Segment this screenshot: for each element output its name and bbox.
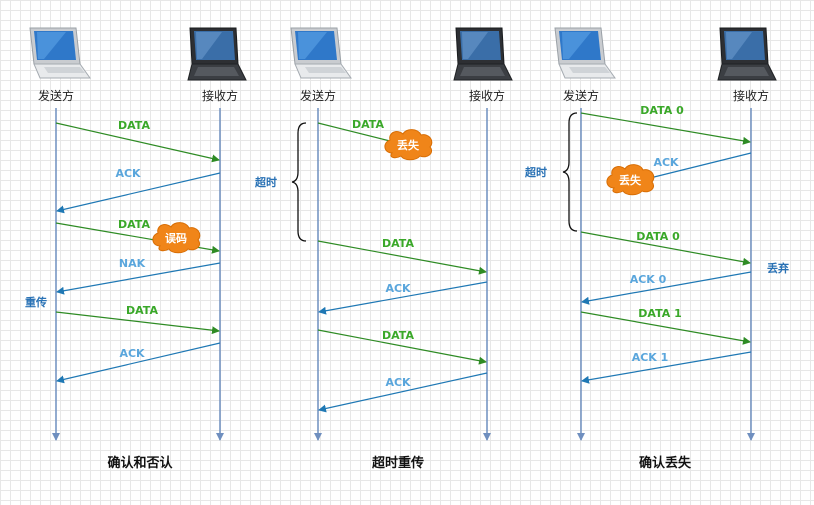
data-label: DATA 0: [640, 104, 684, 117]
dark-laptop-icon: [717, 27, 777, 81]
lost-ack-line: [649, 152, 752, 179]
lost-cloud-label: 丢失: [619, 173, 642, 187]
lost-cloud: 丢失: [606, 164, 655, 196]
data-arrow: [55, 311, 220, 335]
panel-caption: 确认和否认: [107, 455, 173, 471]
lost-cloud-label: 丢失: [397, 138, 420, 152]
ack-label: ACK 1: [632, 351, 669, 364]
timeout-brace: [291, 122, 307, 242]
data-label: DATA: [382, 329, 414, 342]
panel-caption: 超时重传: [372, 455, 424, 471]
receiver-label: 接收方: [202, 88, 238, 103]
panel-ack-lost: 发送方 接收方 超时 DATA 0 ACK 丢失 DATA 0 丢弃 ACK 0…: [524, 27, 789, 471]
discard-label: 丢弃: [767, 261, 789, 275]
laptop-icon: [554, 27, 616, 79]
receiver-label: 接收方: [733, 88, 769, 103]
ack-arrow: [56, 172, 221, 214]
ack-arrow: [581, 351, 752, 384]
timeout-brace: [562, 112, 578, 232]
data-arrow: [317, 240, 487, 275]
ack-arrow: [318, 281, 488, 315]
sender-label: 发送方: [300, 88, 336, 103]
ack-label: ACK: [385, 282, 411, 295]
data-arrow: [317, 329, 487, 365]
data-arrow: [55, 122, 220, 163]
panel-timeout-retransmit: 发送方 接收方 超时 DATA 丢失 DATA ACK DATA ACK 超时重…: [254, 27, 513, 471]
data-label: DATA: [382, 237, 414, 250]
data-label: DATA 0: [636, 230, 680, 243]
lost-cloud: 丢失: [384, 129, 433, 161]
sender-label: 发送方: [563, 88, 599, 103]
panel-ack-nak: 发送方 接收方 DATA ACK DATA 误码 NAK 重传 DATA ACK…: [25, 27, 247, 471]
error-cloud: 误码: [152, 222, 201, 254]
laptop-icon: [29, 27, 91, 79]
dark-laptop-icon: [187, 27, 247, 81]
data-arrow: [580, 311, 751, 345]
ack-arrow: [318, 372, 488, 413]
ack-label: ACK: [385, 376, 411, 389]
data-arrow: [580, 231, 751, 266]
timeout-label: 超时: [524, 165, 547, 179]
panel-caption: 确认丢失: [639, 455, 692, 471]
error-cloud-label: 误码: [165, 231, 187, 245]
ack-label: ACK: [115, 167, 141, 180]
retransmit-label: 重传: [25, 295, 47, 309]
dark-laptop-icon: [453, 27, 513, 81]
ack-arrow: [581, 271, 752, 305]
laptop-icon: [290, 27, 352, 79]
ack-label: ACK 0: [630, 273, 667, 286]
receiver-label: 接收方: [469, 88, 505, 103]
data-arrow: [580, 112, 751, 145]
timeout-label: 超时: [254, 175, 277, 189]
sender-label: 发送方: [38, 88, 74, 103]
data-label: DATA: [352, 118, 384, 131]
nak-label: NAK: [119, 257, 146, 270]
nak-arrow: [56, 262, 221, 295]
ack-label: ACK: [653, 156, 679, 169]
ack-arrow: [56, 342, 221, 384]
data-label: DATA 1: [638, 307, 681, 320]
data-label: DATA: [118, 218, 150, 231]
data-label: DATA: [118, 119, 150, 132]
ack-label: ACK: [119, 347, 145, 360]
data-label: DATA: [126, 304, 158, 317]
lost-data-line: [317, 122, 399, 144]
